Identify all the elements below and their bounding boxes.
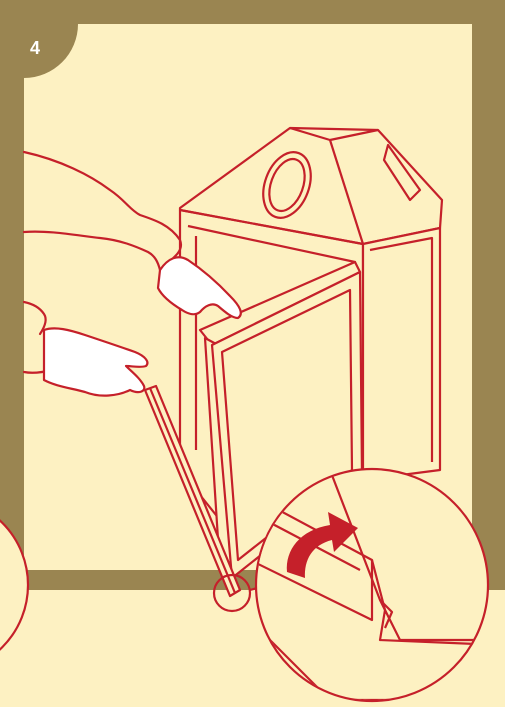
step-number: 4 bbox=[30, 38, 40, 59]
